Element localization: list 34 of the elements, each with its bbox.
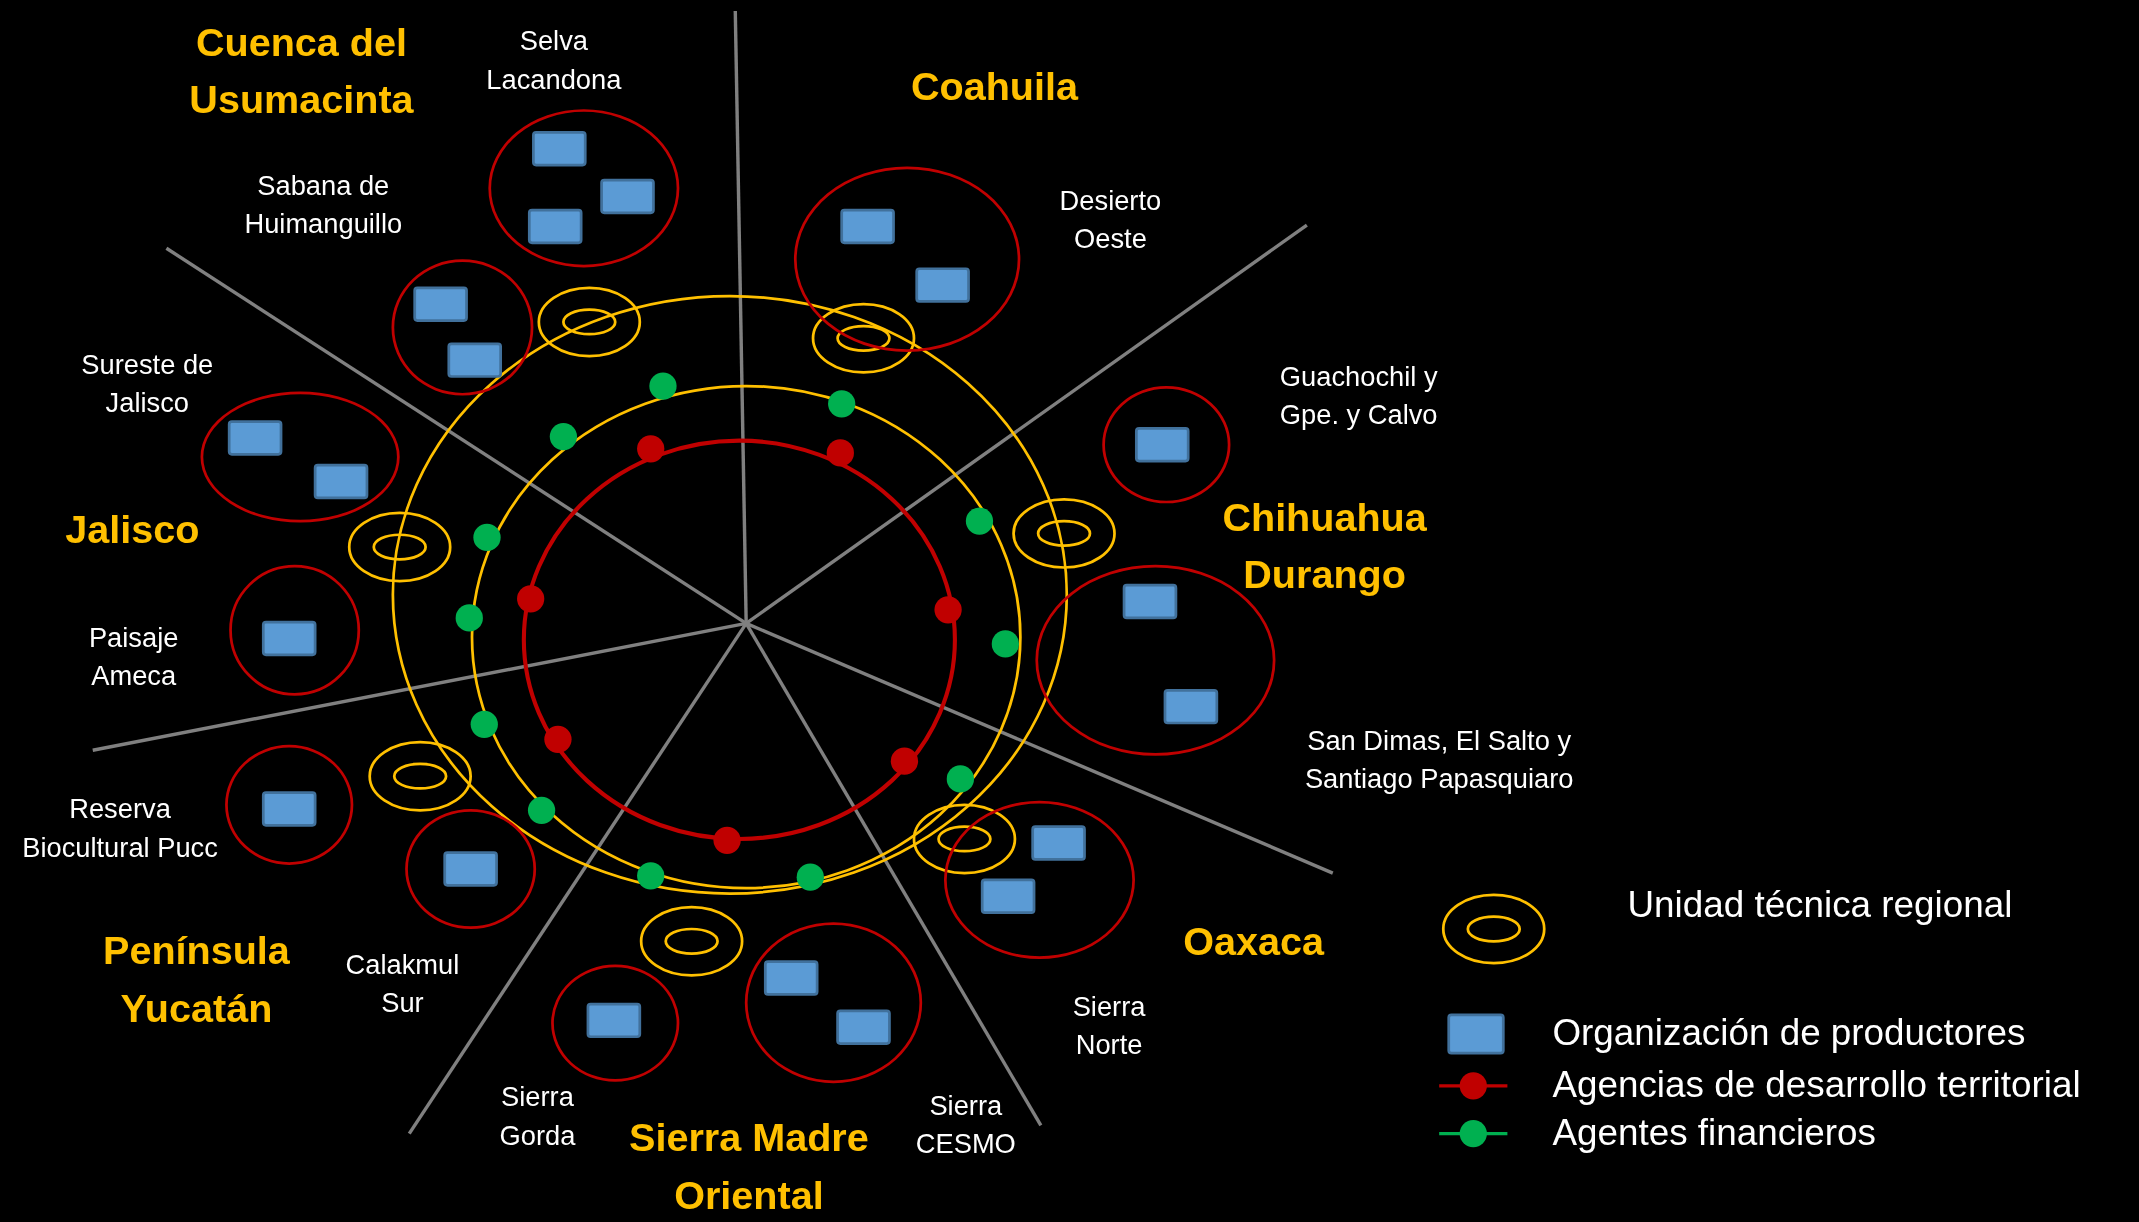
landscape-name: Calakmul Sur xyxy=(344,948,461,1020)
landscape-name: Sierra Gorda xyxy=(498,1080,577,1152)
landscape-name: Paisaje Ameca xyxy=(87,621,180,693)
legend-text: Unidad técnica regional xyxy=(1627,883,2013,927)
legend-text: Organización de productores xyxy=(1552,1012,2026,1055)
landscape-ellipse xyxy=(551,964,680,1082)
landscape-ellipse xyxy=(744,922,923,1084)
landscape-name: Sureste de Jalisco xyxy=(80,348,215,420)
region-name: Chihuahua Durango xyxy=(1221,494,1428,599)
landscape-name: Selva Lacandona xyxy=(485,24,623,97)
landscape-ellipse xyxy=(405,808,537,929)
landscape-ellipse xyxy=(229,564,361,696)
region-name: Península Yucatán xyxy=(102,928,291,1032)
landscape-ellipse xyxy=(793,166,1021,352)
region-name: Sierra Madre Oriental xyxy=(628,1114,870,1219)
region-name: Jalisco xyxy=(64,506,201,554)
landscape-name: Sierra Norte xyxy=(1071,990,1147,1062)
legend-text: Agentes financieros xyxy=(1552,1111,1876,1155)
landscape-ellipse xyxy=(1102,386,1231,504)
legend-text: Agencias de desarrollo territorial xyxy=(1552,1064,2081,1107)
landscape-name: Sabana de Huimanguillo xyxy=(243,169,404,241)
landscape-name: Reserva Biocultural Pucc xyxy=(21,792,219,865)
landscape-ellipse xyxy=(944,800,1135,959)
landscape-ellipse xyxy=(488,109,680,268)
landscape-ellipse xyxy=(391,259,534,396)
landscape-ellipse xyxy=(200,391,400,523)
region-name: Coahuila xyxy=(909,63,1080,110)
landscape-name: Guachochil y Gpe. y Calvo xyxy=(1278,360,1439,432)
landscape-name: Sierra CESMO xyxy=(914,1088,1017,1161)
landscape-ellipse xyxy=(225,744,354,865)
region-name: Oaxaca xyxy=(1182,918,1326,966)
landscape-name: Desierto Oeste xyxy=(1058,184,1163,256)
region-name: Cuenca del Usumacinta xyxy=(188,19,415,124)
landscape-name: San Dimas, El Salto y Santiago Papasquiaro xyxy=(1303,724,1575,796)
